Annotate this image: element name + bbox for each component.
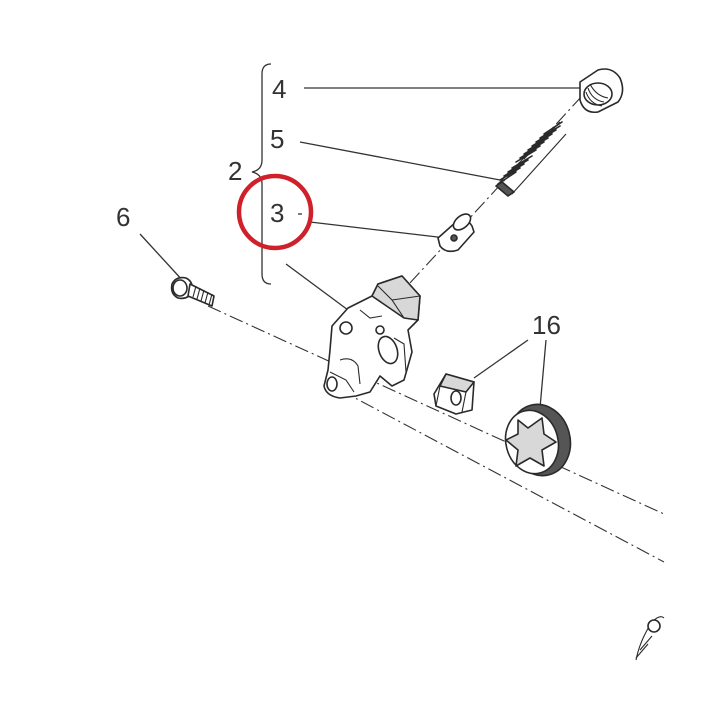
highlight-circle xyxy=(236,173,314,251)
plug-part xyxy=(579,68,624,114)
spring-part xyxy=(495,121,567,197)
outer-rotor-part xyxy=(504,403,572,477)
small-gear-part xyxy=(433,373,475,415)
callout-5: 5 xyxy=(270,124,284,154)
housing-part xyxy=(323,275,421,399)
main-axis-line-upper xyxy=(207,305,665,515)
callout-2: 2 xyxy=(228,156,242,186)
valve-axis-line xyxy=(397,95,583,297)
leader-2 xyxy=(285,263,349,311)
callout-6: 6 xyxy=(116,202,130,232)
partial-part-edge xyxy=(635,616,665,661)
leader-16-a xyxy=(473,339,529,379)
leader-6 xyxy=(139,233,185,283)
assembly-bracket xyxy=(251,63,272,285)
leader-5 xyxy=(299,141,501,181)
leader-3-b xyxy=(309,221,447,239)
leader-16-b xyxy=(539,339,547,409)
axis-lines xyxy=(207,95,665,563)
callout-3: 3 xyxy=(270,198,284,228)
callout-16: 16 xyxy=(532,310,561,340)
main-axis-line-lower xyxy=(339,389,665,563)
callout-numbers: 4 5 2 3 6 16 xyxy=(116,74,561,340)
callout-4: 4 xyxy=(272,74,286,104)
valve-piston-part xyxy=(437,213,475,253)
leader-lines xyxy=(139,87,586,409)
screw-part xyxy=(170,276,215,307)
